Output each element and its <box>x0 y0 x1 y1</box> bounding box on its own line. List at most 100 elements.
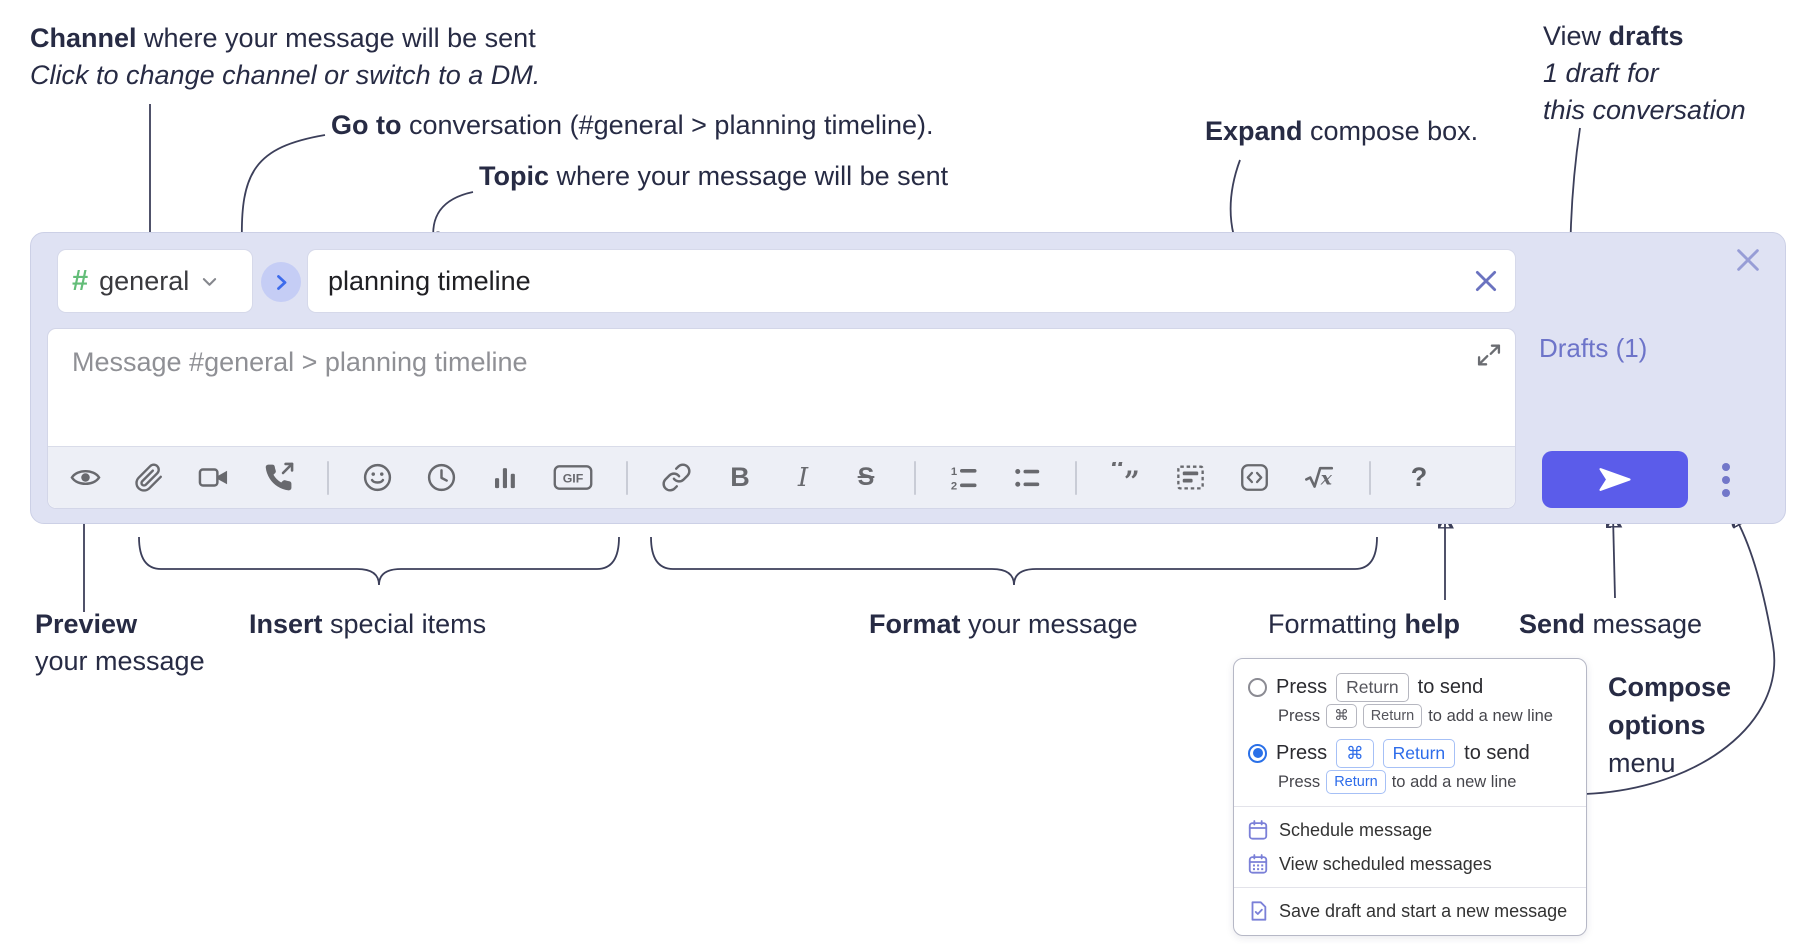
annotation-insert: Insert special items <box>249 609 487 639</box>
close-compose-button[interactable] <box>1733 245 1763 275</box>
preview-button[interactable] <box>70 460 101 496</box>
annotation-expand: Expand compose box. <box>1205 116 1479 146</box>
message-input[interactable] <box>48 329 1515 441</box>
expand-diagonal-icon <box>1477 344 1501 366</box>
annotation-preview-line1: Preview <box>35 609 138 639</box>
expand-compose-button[interactable] <box>1475 341 1503 369</box>
eye-icon <box>70 469 101 486</box>
drafts-link[interactable]: Drafts (1) <box>1539 333 1648 363</box>
go-to-conversation-button[interactable] <box>261 262 301 302</box>
svg-text:2: 2 <box>951 480 957 492</box>
chevron-right-icon <box>276 274 286 290</box>
kebab-dot <box>1722 476 1730 484</box>
video-camera-icon <box>198 468 228 487</box>
popup-divider <box>1234 887 1586 888</box>
channel-selector[interactable]: # general <box>57 249 253 313</box>
strikethrough-icon: S <box>857 463 875 491</box>
annotation-goto: Go to conversation (#general > planning … <box>331 110 934 140</box>
connector-goto <box>242 134 326 244</box>
annotation-compose-options: Compose options menu <box>1608 672 1732 778</box>
option-cmd-return-to-send[interactable]: Press ⌘ Return to send Press Return to a… <box>1234 734 1586 800</box>
annotation-channel: Channel where your message will be sent … <box>30 20 540 94</box>
math-button[interactable]: x <box>1303 460 1336 496</box>
annotation-view-drafts-line1: View drafts <box>1543 21 1684 51</box>
spoiler-icon <box>1177 465 1204 490</box>
gif-button[interactable]: GIF <box>553 460 593 496</box>
key-chip-return: Return <box>1362 704 1423 728</box>
channel-name: general <box>99 265 190 296</box>
strikethrough-button[interactable]: S <box>851 460 881 496</box>
bar-chart-icon <box>495 468 515 489</box>
svg-text:GIF: GIF <box>563 471 584 485</box>
menu-item-schedule-message[interactable]: Schedule message <box>1234 813 1586 847</box>
topic-field <box>307 249 1516 313</box>
key-chip-cmd: ⌘ <box>1326 704 1357 728</box>
radio-unselected-icon[interactable] <box>1248 677 1267 697</box>
message-box: GIF B I S <box>47 328 1516 509</box>
smiley-icon <box>363 463 392 492</box>
menu-item-save-draft[interactable]: Save draft and start a new message <box>1234 894 1586 928</box>
paperclip-icon <box>135 463 162 492</box>
option-return-to-send[interactable]: Press Return to send Press ⌘ Return to a… <box>1234 668 1586 734</box>
brace-insert <box>138 536 620 586</box>
poll-button[interactable] <box>490 460 520 496</box>
attach-file-button[interactable] <box>134 460 164 496</box>
annotation-send: Send message <box>1519 609 1703 639</box>
link-icon <box>662 463 691 492</box>
menu-item-view-scheduled[interactable]: View scheduled messages <box>1234 847 1586 881</box>
key-chip-return: Return <box>1336 672 1409 702</box>
schedule-time-button[interactable] <box>426 460 457 496</box>
toolbar-divider <box>914 460 916 495</box>
voice-call-button[interactable] <box>263 460 294 496</box>
close-icon <box>1737 249 1759 271</box>
phone-outgoing-icon <box>265 462 294 491</box>
svg-text:“: “ <box>1110 462 1126 486</box>
video-call-button[interactable] <box>197 460 230 496</box>
annotation-formatting-help: Formatting help <box>1268 609 1461 639</box>
send-button[interactable] <box>1542 451 1688 508</box>
channel-hash-icon: # <box>72 264 89 297</box>
annotation-format: Format your message <box>869 609 1138 639</box>
compose-options-menu-button[interactable] <box>1711 455 1741 505</box>
insert-link-button[interactable] <box>661 460 692 496</box>
chevron-down-icon <box>203 277 217 286</box>
formatting-help-button[interactable]: ? <box>1404 460 1434 496</box>
kebab-dot <box>1722 489 1730 497</box>
key-chip-return: Return <box>1382 738 1456 768</box>
toolbar-divider <box>1075 460 1077 495</box>
numbered-list-icon: 1 2 <box>951 466 977 492</box>
send-plane-icon <box>1599 468 1631 491</box>
compose-toolbar: GIF B I S <box>48 446 1515 508</box>
toolbar-divider <box>327 460 329 495</box>
spoiler-button[interactable] <box>1175 460 1206 496</box>
svg-text:”: ” <box>1124 464 1140 493</box>
gif-icon: GIF <box>553 465 593 490</box>
svg-text:1: 1 <box>951 466 957 478</box>
code-button[interactable] <box>1239 460 1270 496</box>
bold-button[interactable]: B <box>725 460 755 496</box>
brace-format <box>650 536 1378 586</box>
math-sqrt-icon: x <box>1305 466 1334 490</box>
numbered-list-button[interactable]: 1 2 <box>949 460 979 496</box>
italic-button[interactable]: I <box>788 460 818 496</box>
annotation-preview-line2: your message <box>35 646 205 676</box>
calendar-grid-icon <box>1248 854 1268 874</box>
toolbar-divider <box>1369 460 1371 495</box>
emoji-button[interactable] <box>362 460 393 496</box>
bulleted-list-button[interactable] <box>1012 460 1042 496</box>
compose-options-popup: Press Return to send Press ⌘ Return to a… <box>1233 658 1587 936</box>
annotation-preview: Preview your message <box>35 606 205 680</box>
quote-button[interactable]: “ ” <box>1110 460 1142 496</box>
annotation-view-drafts-line2: 1 draft for <box>1543 58 1659 88</box>
italic-icon: I <box>797 462 809 493</box>
popup-divider <box>1234 806 1586 807</box>
question-mark-icon: ? <box>1410 462 1428 492</box>
topic-input[interactable] <box>308 250 1515 312</box>
clear-topic-button[interactable] <box>1473 268 1499 294</box>
quote-icon: “ ” <box>1110 462 1140 494</box>
bulleted-list-icon <box>1015 468 1040 487</box>
compose-box: # general Drafts (1) <box>30 232 1786 524</box>
clock-icon <box>427 463 456 492</box>
radio-selected-icon[interactable] <box>1248 743 1267 763</box>
